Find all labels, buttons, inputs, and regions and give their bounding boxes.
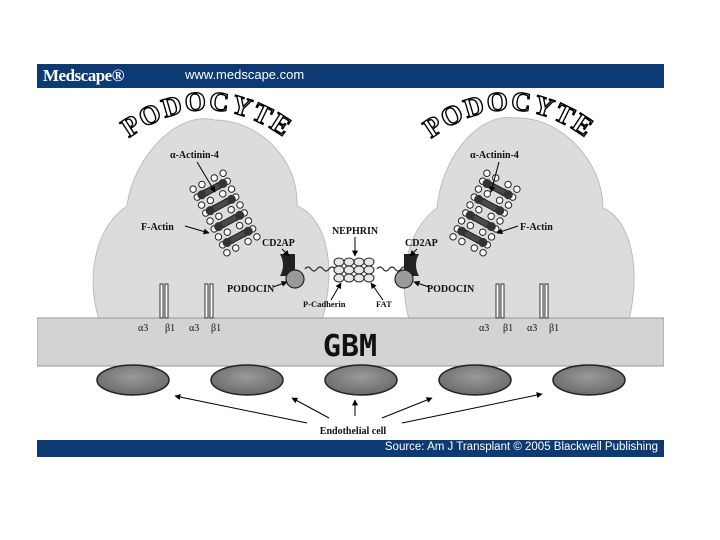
label-endothelial: Endothelial cell (320, 426, 387, 437)
label-integrin-4: β1 (211, 323, 221, 334)
pointer-actinin-right (489, 161, 500, 193)
footer-bar: Source: Am J Transplant © 2005 Blackwell… (37, 440, 664, 457)
slit-diaphragm-zipper (304, 257, 408, 283)
pointer-factin-right (496, 225, 519, 235)
podocyte-right-cell (403, 117, 635, 321)
source-credit: Source: Am J Transplant © 2005 Blackwell… (384, 441, 658, 453)
label-actinin-left: α-Actinin-4 (170, 150, 219, 161)
pointer-podocin-right (413, 280, 430, 288)
podocin-right-protein (394, 269, 414, 289)
label-actinin-right: α-Actinin-4 (470, 150, 519, 161)
podocyte-diagram: PODOCYTE PODOCYTE GBM α (36, 85, 665, 440)
pointer-factin-left (184, 225, 210, 235)
label-integrin-3: α3 (189, 323, 199, 334)
label-factin-right: F-Actin (520, 222, 553, 233)
label-cd2ap-right: CD2AP (405, 238, 438, 249)
actin-ladder-right (449, 169, 521, 257)
endothelial-cells (96, 364, 626, 396)
pointer-actinin-left (196, 161, 216, 193)
label-cd2ap-left: CD2AP (262, 238, 295, 249)
pointer-cd2ap-right (409, 248, 418, 257)
label-podocin-left: PODOCIN (227, 284, 275, 295)
pointer-podocin-left (272, 280, 288, 288)
site-url[interactable]: www.medscape.com (185, 67, 305, 82)
label-integrin-7: α3 (527, 323, 537, 334)
actin-ladder-left (189, 169, 261, 257)
pointer-pcadherin (330, 282, 342, 301)
label-fat: FAT (376, 299, 392, 309)
header-bar: Medscape® www.medscape.com (37, 64, 664, 88)
gbm-band (36, 317, 665, 367)
endothelial-arrows (174, 392, 543, 424)
integrin-pairs (159, 283, 549, 319)
label-nephrin: NEPHRIN (332, 226, 379, 237)
podocin-left-protein (285, 269, 305, 289)
pointer-cd2ap-left (281, 248, 290, 257)
label-integrin-6: β1 (503, 323, 513, 334)
medscape-logo[interactable]: Medscape® (43, 66, 124, 85)
label-integrin-5: α3 (479, 323, 489, 334)
gbm-label: GBM (323, 329, 377, 364)
label-integrin-1: α3 (138, 323, 148, 334)
pointer-fat (370, 282, 384, 301)
label-pcadherin: P-Cadherin (303, 299, 346, 309)
label-integrin-2: β1 (165, 323, 175, 334)
label-podocin-right: PODOCIN (427, 284, 475, 295)
label-factin-left: F-Actin (141, 222, 174, 233)
label-integrin-8: β1 (549, 323, 559, 334)
